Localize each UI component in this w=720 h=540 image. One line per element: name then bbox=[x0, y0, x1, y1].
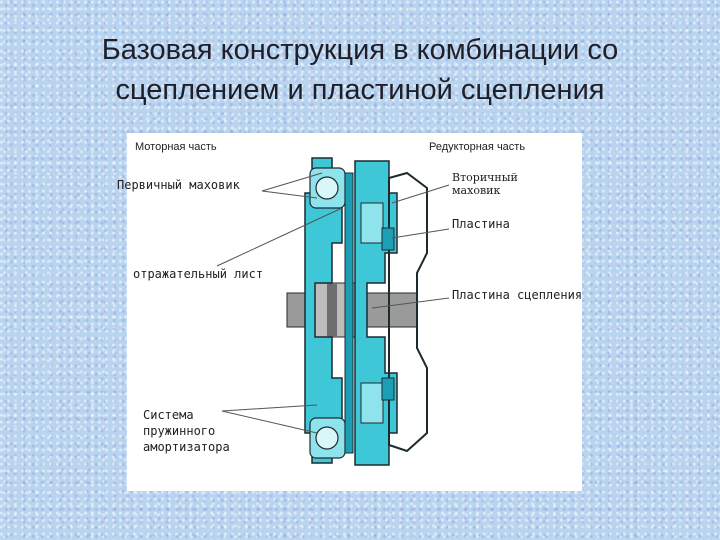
label-secondary-flywheel: Вторичный маховик bbox=[452, 171, 518, 197]
leader-reflective-sheet bbox=[216, 207, 343, 267]
primary-flywheel-shape bbox=[304, 157, 343, 464]
leader-primary-flywheel-a bbox=[261, 172, 323, 192]
lower-bolt bbox=[381, 377, 395, 401]
upper-bolt bbox=[381, 227, 395, 251]
label-damper-system: Система пружинного амортизатора bbox=[143, 408, 230, 454]
hub-spline bbox=[327, 283, 337, 337]
label-gearbox-side: Редукторная часть bbox=[429, 141, 526, 153]
leader-secondary-flywheel bbox=[391, 184, 450, 204]
leader-primary-flywheel-b bbox=[261, 190, 318, 199]
label-engine-side: Моторная часть bbox=[135, 141, 217, 153]
leader-lines bbox=[216, 172, 450, 434]
label-clutch-plate: Пластина сцепления bbox=[452, 288, 583, 302]
slide-title-line1: Базовая конструкция в комбинации со bbox=[101, 34, 619, 66]
slide-title: Базовая конструкция в комбинации со сцеп… bbox=[40, 30, 680, 110]
label-primary-flywheel: Первичный маховик bbox=[117, 178, 240, 192]
slide-title-line2: сцеплением и пластиной сцепления bbox=[115, 74, 605, 106]
lower-spring bbox=[315, 426, 339, 450]
label-reflective-sheet: отражательный лист bbox=[133, 267, 264, 281]
leader-damper-a bbox=[221, 404, 318, 412]
clutch-cross-section bbox=[216, 157, 450, 466]
lower-damper-block bbox=[360, 382, 384, 424]
label-plate: Пластина bbox=[452, 217, 510, 231]
pressure-plate-outline bbox=[388, 171, 428, 453]
clutch-diagram: Моторная часть Редукторная часть Первичн… bbox=[117, 133, 583, 491]
leader-damper-b bbox=[221, 410, 318, 434]
reflective-sheet-shape bbox=[344, 172, 354, 454]
leader-plate bbox=[391, 228, 450, 239]
leader-clutch-plate bbox=[371, 297, 450, 309]
upper-spring bbox=[315, 176, 339, 200]
upper-damper-block bbox=[360, 202, 384, 244]
